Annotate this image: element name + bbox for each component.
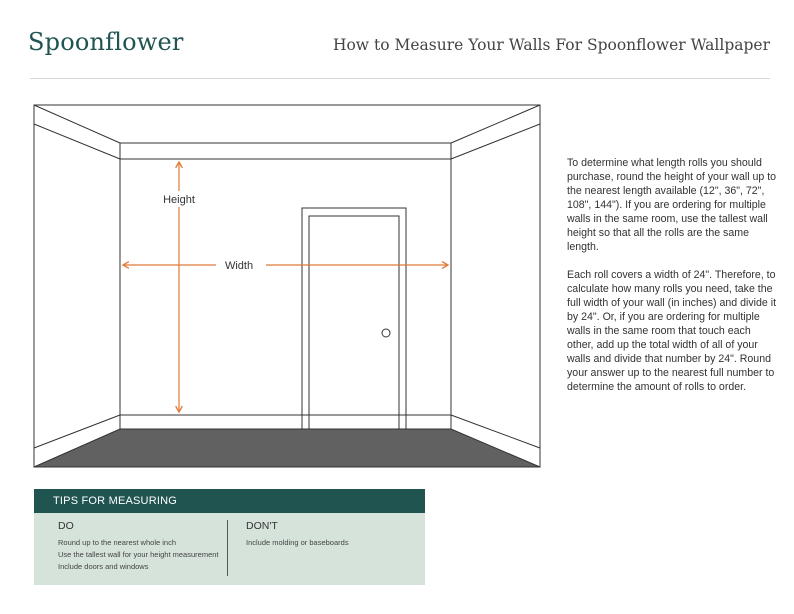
spoonflower-logo: Spoonflower [28,28,184,56]
floor [33,428,541,468]
width-instructions: Each roll covers a width of 24". Therefo… [567,269,777,393]
header-divider [30,78,770,79]
left-ceiling-edge [33,104,121,159]
width-label: Width [225,260,253,272]
instructions-text: To determine what length rolls you shoul… [567,156,777,408]
dont-list: Include molding or baseboards [246,537,349,549]
dont-column: DON'T Include molding or baseboards [246,520,349,549]
door-knob [381,328,391,338]
crown-molding [119,142,452,160]
door [308,215,400,430]
do-item: Include doors and windows [58,562,149,571]
tips-divider [227,520,228,576]
left-baseboard-line [33,414,121,449]
right-baseboard-line [450,414,541,449]
left-crown-line [33,123,121,160]
do-item: Use the tallest wall for your height mea… [58,550,219,559]
height-label-bg [158,191,200,207]
length-instructions: To determine what length rolls you shoul… [567,157,777,253]
page-title: How to Measure Your Walls For Spoonflowe… [332,36,770,54]
right-ceiling-edge [450,104,541,159]
height-label: Height [163,194,195,206]
tips-title: TIPS FOR MEASURING [34,489,425,513]
width-label-bg [216,257,266,273]
do-column: DO Round up to the nearest whole inch Us… [58,520,219,573]
dont-item: Include molding or baseboards [246,538,349,547]
do-heading: DO [58,520,74,532]
do-list: Round up to the nearest whole inch Use t… [58,537,219,573]
right-crown-line [450,123,541,160]
baseboard [119,414,452,430]
do-item: Round up to the nearest whole inch [58,538,176,547]
dont-heading: DON'T [246,520,278,532]
door-frame [301,207,407,430]
tips-panel: TIPS FOR MEASURING DO Round up to the ne… [34,489,425,585]
